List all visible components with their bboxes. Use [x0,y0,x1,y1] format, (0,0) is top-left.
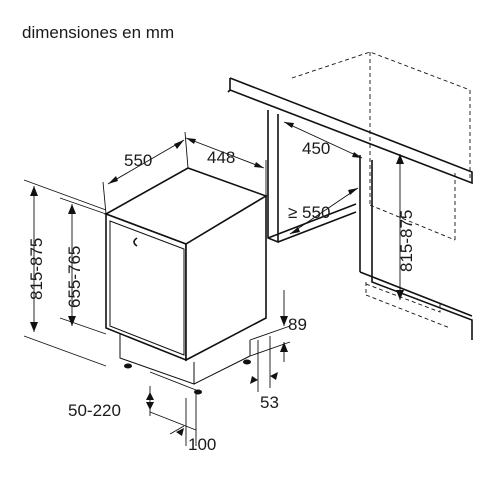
dim-label-foot-offset: 100 [188,435,216,454]
dim-label-overall-height: 815-875 [27,238,46,300]
dimension-lines [23,121,404,446]
dim-label-appliance-depth: 550 [124,151,152,170]
installation-niche [227,51,473,340]
dishwasher-appliance [104,167,268,395]
dim-label-foot-adjustment: 50-220 [68,401,121,420]
foot-front-right-icon [194,389,202,395]
foot-rear-right-icon [243,359,251,365]
dim-label-niche-depth: ≥ 550 [288,203,330,222]
dim-label-plinth-height: 89 [288,315,307,334]
door-handle-icon [133,237,138,247]
dim-label-plinth-depth: 53 [260,393,279,412]
dim-label-appliance-width: 448 [207,148,235,167]
dim-label-appliance-height: 655-765 [65,246,84,308]
diagram-title: dimensiones en mm [22,23,174,42]
foot-front-left-icon [124,363,132,369]
dim-label-niche-width: 450 [302,139,330,158]
dim-label-niche-height: 815-875 [397,210,416,272]
